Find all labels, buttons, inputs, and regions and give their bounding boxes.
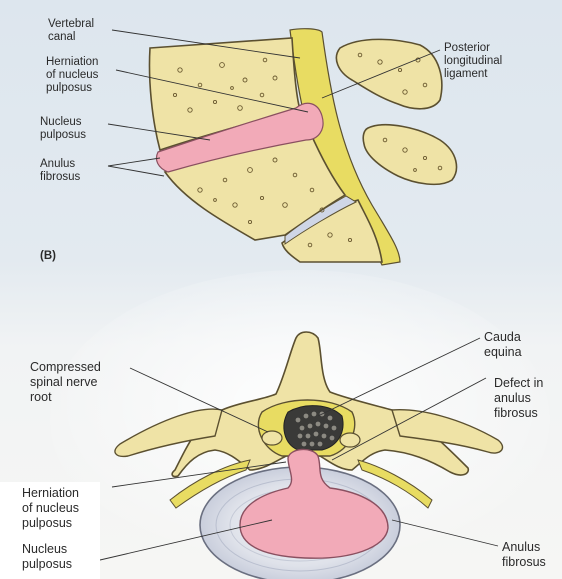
label-anulus-c: Anulus fibrosus — [502, 540, 546, 570]
panel-c-illustration — [50, 270, 550, 579]
panel-b-illustration — [108, 29, 456, 265]
label-herniation-b: Herniation of nucleus pulposus — [46, 56, 98, 95]
label-defect: Defect in anulus fibrosus — [494, 376, 543, 421]
nerve-root-left — [262, 431, 282, 445]
label-vertebral-canal: Vertebral canal — [48, 18, 94, 44]
spinous-process-upper — [336, 39, 441, 108]
label-compressed-root: Compressed spinal nerve root — [30, 360, 101, 405]
label-posterior-ligament: Posterior longitudinal ligament — [444, 42, 502, 81]
label-anulus-b: Anulus fibrosus — [40, 158, 80, 184]
nerve-root-right — [340, 433, 360, 447]
label-nucleus-c: Nucleus pulposus — [22, 542, 72, 572]
label-nucleus-b: Nucleus pulposus — [40, 116, 86, 142]
label-cauda-equina: Cauda equina — [484, 330, 522, 360]
label-herniation-c: Herniation of nucleus pulposus — [22, 486, 79, 531]
spinous-process-lower — [363, 125, 456, 185]
panel-b-label: (B) — [40, 250, 56, 263]
